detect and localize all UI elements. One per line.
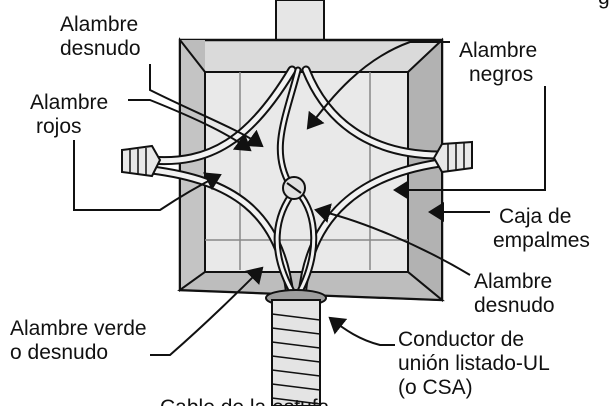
label-bare-wire-right: Alambre desnudo	[474, 270, 555, 317]
label-bonding-conductor: Conductor de unión listado-UL (o CSA)	[398, 328, 550, 399]
leader-bare-right	[314, 203, 471, 276]
label-red-wires: Alambre rojos	[30, 91, 109, 138]
leader-bare-top	[149, 64, 264, 148]
leader-green	[150, 266, 264, 356]
leader-conductor	[328, 316, 395, 346]
label-green-or-bare: Alambre verde o desnudo	[10, 317, 147, 364]
label-black-wires: Alambre negros	[459, 39, 538, 86]
leader-black	[306, 41, 450, 130]
leader-red-2	[73, 140, 222, 211]
wire-nut-icon	[121, 144, 162, 178]
leader-red	[128, 99, 252, 152]
wire-nut-icon	[432, 140, 473, 174]
leader-lines	[73, 41, 546, 356]
wires	[145, 65, 445, 300]
label-junction-box: Caja de empalmes	[493, 205, 590, 252]
label-top-right-partial: g	[598, 0, 610, 10]
flexible-conduit-icon	[265, 289, 327, 406]
leader-black-2	[393, 86, 546, 200]
label-bare-wire-top: Alambre desnudo	[60, 13, 141, 60]
ground-screw-icon	[282, 176, 306, 200]
label-cable-partial: Cable de la estufa	[160, 396, 329, 406]
